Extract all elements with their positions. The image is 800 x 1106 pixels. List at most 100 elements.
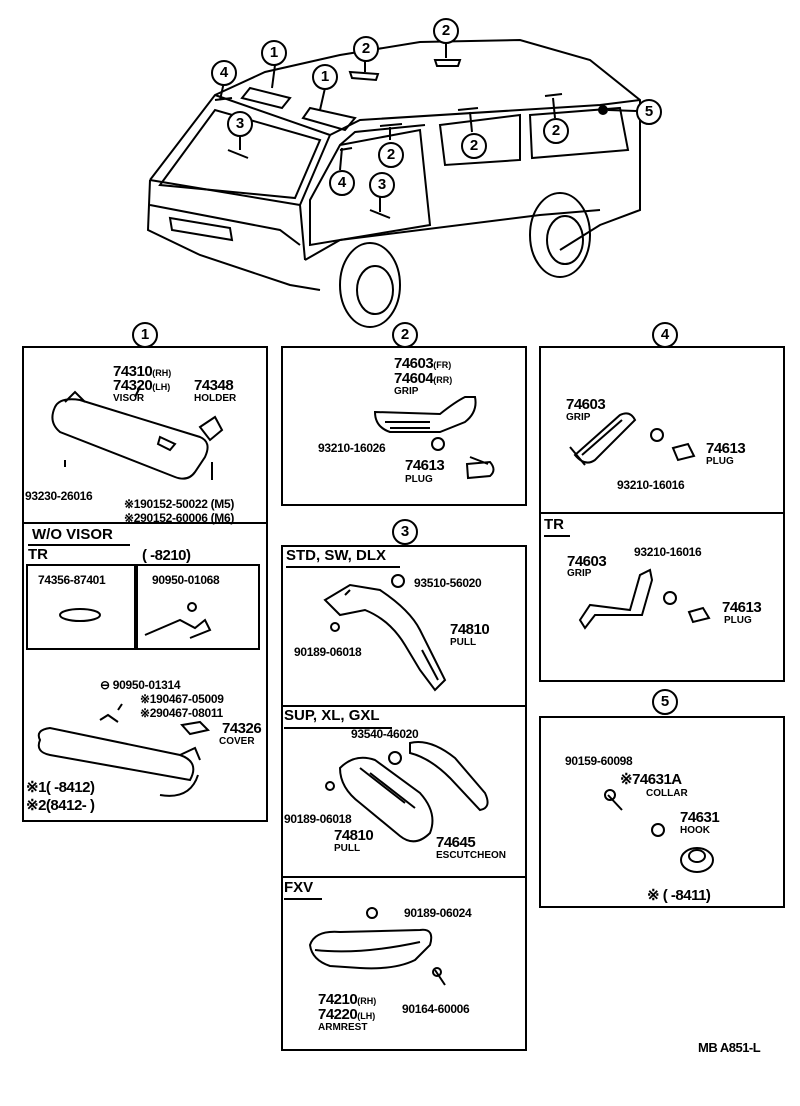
hook-pn: 74631 bbox=[680, 809, 720, 826]
range-m2: ※2(8412- ) bbox=[26, 797, 95, 814]
std-header: STD, SW, DLX bbox=[286, 547, 387, 564]
s4-tr-grip-label: GRIP bbox=[567, 568, 592, 579]
callout-1-b: 1 bbox=[312, 64, 338, 90]
s4-tr-header: TR bbox=[544, 516, 564, 533]
std-clip-pn: 90189-06018 bbox=[294, 645, 362, 659]
cap-pn: 74356-87401 bbox=[38, 573, 106, 587]
tr-range: ( -8210) bbox=[142, 547, 191, 564]
wo-visor-underline bbox=[28, 544, 130, 546]
collar-label: COLLAR bbox=[646, 788, 688, 799]
tr-cap-box bbox=[26, 564, 136, 650]
armrest-drawing bbox=[308, 907, 446, 986]
armrest-lh-pn: 74220(LH) bbox=[318, 1006, 376, 1023]
std-underline bbox=[286, 566, 400, 568]
fxv-clip-pn: 90189-06024 bbox=[404, 906, 472, 920]
cover-pn: 74326 bbox=[222, 720, 262, 737]
section-1-box bbox=[22, 346, 268, 822]
tr-clip-box bbox=[136, 564, 260, 650]
escutcheon-pn: 74645 bbox=[436, 834, 476, 851]
s4-plug-pn: 74613 bbox=[706, 440, 746, 457]
tr-header: TR bbox=[28, 546, 48, 563]
s4-plug-label: PLUG bbox=[706, 456, 734, 467]
fxv-screw-pn: 90164-60006 bbox=[402, 1002, 470, 1016]
callout-4-b: 4 bbox=[329, 170, 355, 196]
grip-fr-pn: 74603(FR) bbox=[394, 355, 452, 372]
section-4-box bbox=[539, 346, 785, 682]
section-2-box bbox=[281, 346, 527, 506]
tr-parts-drawing bbox=[59, 602, 212, 639]
footer-code: MB A851-L bbox=[698, 1040, 761, 1055]
s4-tr-grip-drawing bbox=[578, 568, 677, 630]
std-pull-pn: 74810 bbox=[450, 621, 490, 638]
collar-pn: ※74631A bbox=[620, 771, 682, 788]
screw-m2-pn: ※290467-08011 bbox=[140, 706, 223, 720]
visor-rh-pn: 74310(RH) bbox=[113, 363, 172, 380]
s5-range: ※ ( -8411) bbox=[647, 887, 711, 904]
clip2-pn: ⊖ 90950-01314 bbox=[100, 678, 181, 692]
s4-tr-plug-label: PLUG bbox=[724, 615, 752, 626]
range-m1: ※1( -8412) bbox=[26, 779, 95, 796]
section-2-label: 2 bbox=[392, 322, 418, 348]
s4-tr-plug-pn: 74613 bbox=[722, 599, 762, 616]
s4-grip-pn: 74603 bbox=[566, 396, 606, 413]
sup-underline bbox=[284, 727, 392, 729]
s4-grip-drawing bbox=[569, 412, 664, 466]
grip-label: GRIP bbox=[394, 386, 419, 397]
callout-2-d: 2 bbox=[461, 133, 487, 159]
visor-drawing bbox=[51, 386, 224, 480]
section-3-box bbox=[281, 545, 527, 1051]
escutcheon-label: ESCUTCHEON bbox=[436, 850, 507, 861]
visor-screw-pn: 93230-26016 bbox=[25, 489, 93, 503]
cover-label: COVER bbox=[219, 736, 255, 747]
armrest-label: ARMREST bbox=[318, 1022, 368, 1033]
std-pull-drawing bbox=[323, 574, 447, 692]
visor-tr-drawing bbox=[37, 703, 210, 797]
s4-screw-pn: 93210-16016 bbox=[617, 478, 685, 492]
grip-screw-pn: 93210-16026 bbox=[318, 441, 386, 455]
s4-grip-label: GRIP bbox=[566, 412, 591, 423]
plug-pn: 74613 bbox=[405, 457, 445, 474]
visor-m5-screw-pn: ※190152-50022 (M5) bbox=[124, 497, 235, 511]
section-5-label: 5 bbox=[652, 689, 678, 715]
visor-label: VISOR bbox=[113, 393, 145, 404]
van-illustration bbox=[146, 38, 641, 328]
s4-tr-underline bbox=[544, 535, 570, 537]
s4-tr-screw-pn: 93210-16016 bbox=[634, 545, 702, 559]
fxv-underline bbox=[284, 898, 322, 900]
visor-lh-pn: 74320(LH) bbox=[113, 377, 171, 394]
hook-label: HOOK bbox=[680, 825, 710, 836]
s4-tr-grip-pn: 74603 bbox=[567, 553, 607, 570]
section-4-label: 4 bbox=[652, 322, 678, 348]
fxv-header: FXV bbox=[284, 879, 314, 896]
sup-pull-pn: 74810 bbox=[334, 827, 374, 844]
section-1-divider bbox=[22, 522, 268, 524]
section-3-divider-1 bbox=[281, 705, 527, 707]
armrest-rh-pn: 74210(RH) bbox=[318, 991, 377, 1008]
sup-header: SUP, XL, GXL bbox=[284, 707, 380, 724]
hook-drawing bbox=[604, 789, 714, 873]
sup-pull-label: PULL bbox=[334, 843, 361, 854]
s4-plug-drawing bbox=[671, 442, 696, 462]
callout-2-b: 2 bbox=[433, 18, 459, 44]
holder-label: HOLDER bbox=[194, 393, 237, 404]
std-pull-label: PULL bbox=[450, 637, 477, 648]
grip-drawing bbox=[373, 396, 489, 465]
callout-1-a: 1 bbox=[261, 40, 287, 66]
callout-2-c: 2 bbox=[378, 142, 404, 168]
sup-pull-drawing bbox=[325, 741, 489, 843]
section-1-label: 1 bbox=[132, 322, 158, 348]
grip-rr-pn: 74604(RR) bbox=[394, 370, 453, 387]
sup-screw-pn: 93540-46020 bbox=[351, 727, 419, 741]
clip-pn: 90950-01068 bbox=[152, 573, 220, 587]
callout-3-a: 3 bbox=[227, 111, 253, 137]
std-screw-pn: 93510-56020 bbox=[414, 576, 482, 590]
wo-visor-header: W/O VISOR bbox=[32, 526, 113, 543]
visor-m6-screw-pn: ※290152-60006 (M6) bbox=[124, 511, 235, 525]
callout-4-a: 4 bbox=[211, 60, 237, 86]
section-3-label: 3 bbox=[392, 519, 418, 545]
screw-m1-pn: ※190467-05009 bbox=[140, 692, 224, 706]
callout-2-a: 2 bbox=[353, 36, 379, 62]
s4-tr-plug-drawing bbox=[687, 606, 711, 624]
s5-screw-pn: 90159-60098 bbox=[565, 754, 633, 768]
holder-pn: 74348 bbox=[194, 377, 234, 394]
